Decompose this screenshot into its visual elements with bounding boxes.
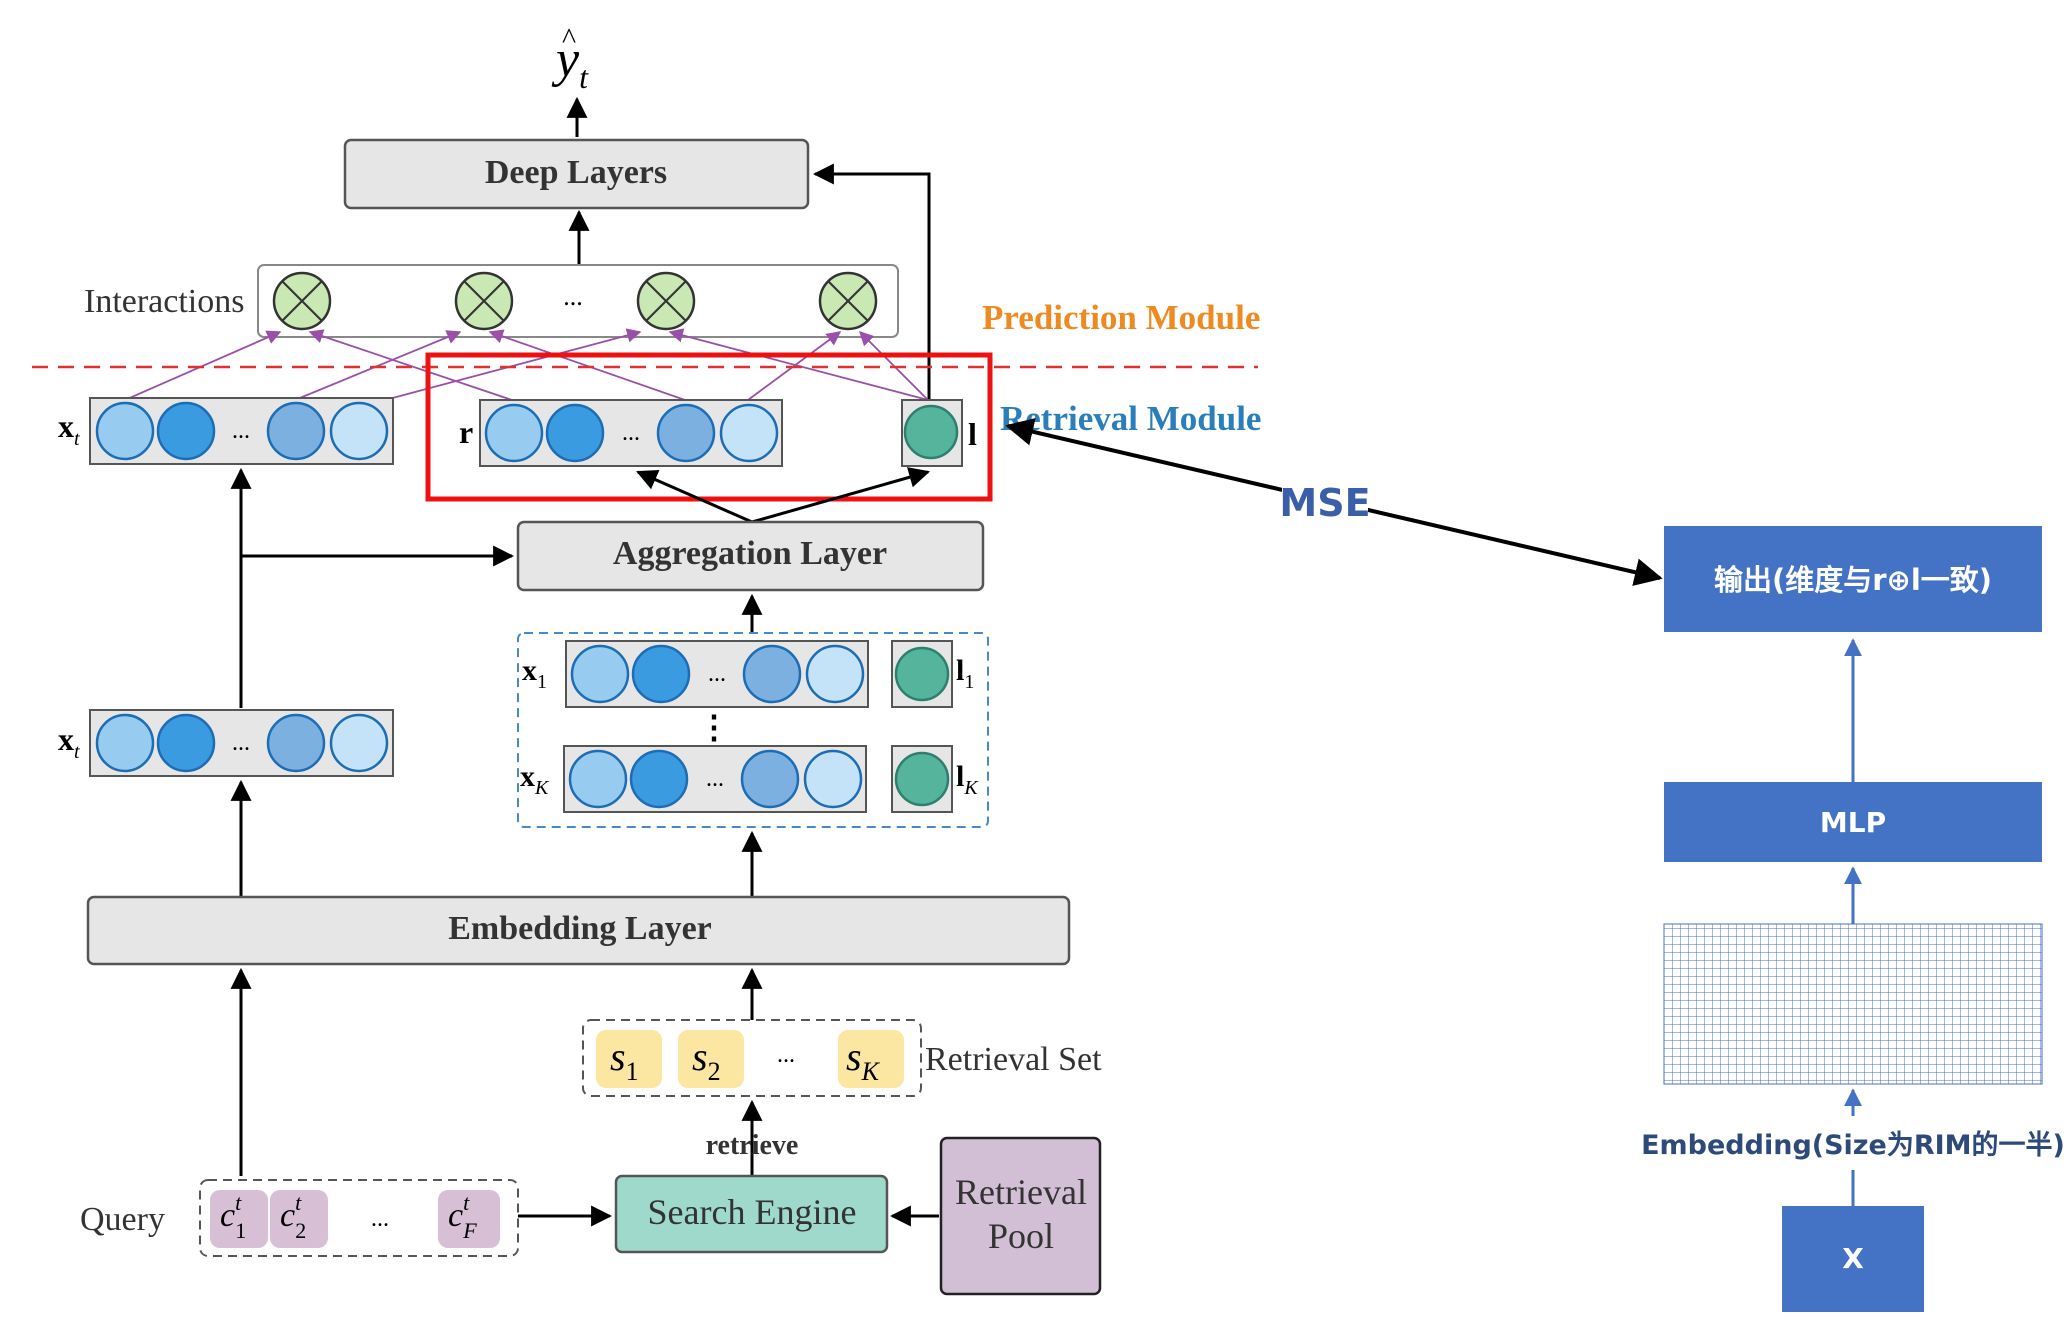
ellipsis: ... [706,766,724,792]
embedding-circle [95,401,155,461]
retrieval-pool-box [939,1136,1102,1296]
embedding-circle [95,713,155,773]
query-feature [438,1190,500,1248]
interaction-node [272,271,332,331]
query-feature [210,1190,268,1248]
embedding-circle [484,403,544,463]
deep-layers-box [343,138,810,210]
embedding-layer-box [86,895,1071,966]
search-engine-box [614,1174,889,1254]
query-feature [270,1190,328,1248]
embedding-size-label: Embedding(Size为RIM的一半) [1641,1129,2065,1161]
embedding-circle [545,403,605,463]
interactions-label: Interactions [84,283,245,320]
retrieved-sample [838,1030,904,1088]
interaction-node [818,271,878,331]
mse-label: MSE [1279,481,1370,525]
ellipsis: ... [708,661,726,687]
arrow-xt-to-aggregation [239,545,515,567]
embedding-circle [742,644,802,704]
sK-label: sK [846,1034,881,1086]
query-label: Query [80,1201,165,1238]
vertical-ellipsis: ⋮ [698,709,730,745]
aggregation-layer-label: Aggregation Layer [613,535,887,572]
distill-output-label: 输出(维度与r⊕l一致) [1714,563,1992,597]
retrieval-set-label: Retrieval Set [925,1041,1102,1078]
retrieval-pool-label-line2: Pool [988,1216,1054,1256]
retrieved-sample [678,1030,744,1088]
l1-label: l1 [956,654,974,693]
xt-bottom-label: xt [58,721,80,763]
embedding-circle [656,403,716,463]
embedding-circle [740,749,800,809]
interactions-box [257,264,899,338]
label-circle [894,751,950,807]
embedding-circle [266,713,326,773]
input-x-box [1782,1206,1924,1312]
input-x-label: X [1842,1242,1864,1275]
embedding-circle [266,401,326,461]
ellipsis: ... [371,1206,389,1232]
embedding-layer-label: Embedding Layer [448,910,712,947]
embedding-circle [719,403,779,463]
ellipsis: ... [622,420,640,446]
retrieval-output-highlight [425,352,993,502]
mlp-label: MLP [1820,806,1886,839]
r-label: r [459,414,473,450]
ellipsis: ... [232,730,250,756]
prediction-module-label: Prediction Module [982,298,1260,337]
embedding-circle [329,401,389,461]
retrieve-label: retrieve [706,1130,799,1161]
search-engine-label: Search Engine [648,1192,857,1232]
retrieval-set-group [582,1019,922,1097]
s1-label: s1 [610,1034,639,1086]
embedding-circle [329,713,389,773]
arrow-l-to-deep [812,163,931,400]
embedding-circle [803,749,863,809]
embedding-grid [1663,923,2043,1085]
interactions-ellipsis: ... [563,282,583,311]
l-label: l [968,416,977,452]
distill-output-box [1664,526,2042,632]
embedding-circle [570,644,630,704]
x1-label: x1 [522,654,547,693]
arrow-agg-to-l [751,467,931,524]
deep-layers-label: Deep Layers [485,154,667,191]
arrow-agg-to-r [636,469,753,524]
mlp-box [1664,782,2042,862]
embedding-circle [805,644,865,704]
label-circle [903,404,959,460]
retrieved-items-group [517,632,989,828]
embedding-circle [629,749,689,809]
xt-top-label: xt [58,408,80,450]
query-group [199,1179,519,1257]
xK-label: xK [520,760,550,799]
embedding-circle [156,401,216,461]
retrieval-pool-label-line1: Retrieval [955,1172,1087,1212]
s2-label: s2 [692,1034,721,1086]
output-hat: ^ [562,22,576,55]
embedding-circle [156,713,216,773]
embedding-circle [631,644,691,704]
ellipsis: ... [777,1042,795,1068]
aggregation-layer-box [516,520,985,592]
mse-label-bg [1282,482,1368,524]
embedding-circle [568,749,628,809]
label-circle [894,646,950,702]
interaction-node [454,271,514,331]
output-y-hat: yt [551,31,589,95]
lK-label: lK [956,760,979,799]
retrieved-sample [596,1030,662,1088]
ellipsis: ... [232,418,250,444]
interaction-node [636,271,696,331]
